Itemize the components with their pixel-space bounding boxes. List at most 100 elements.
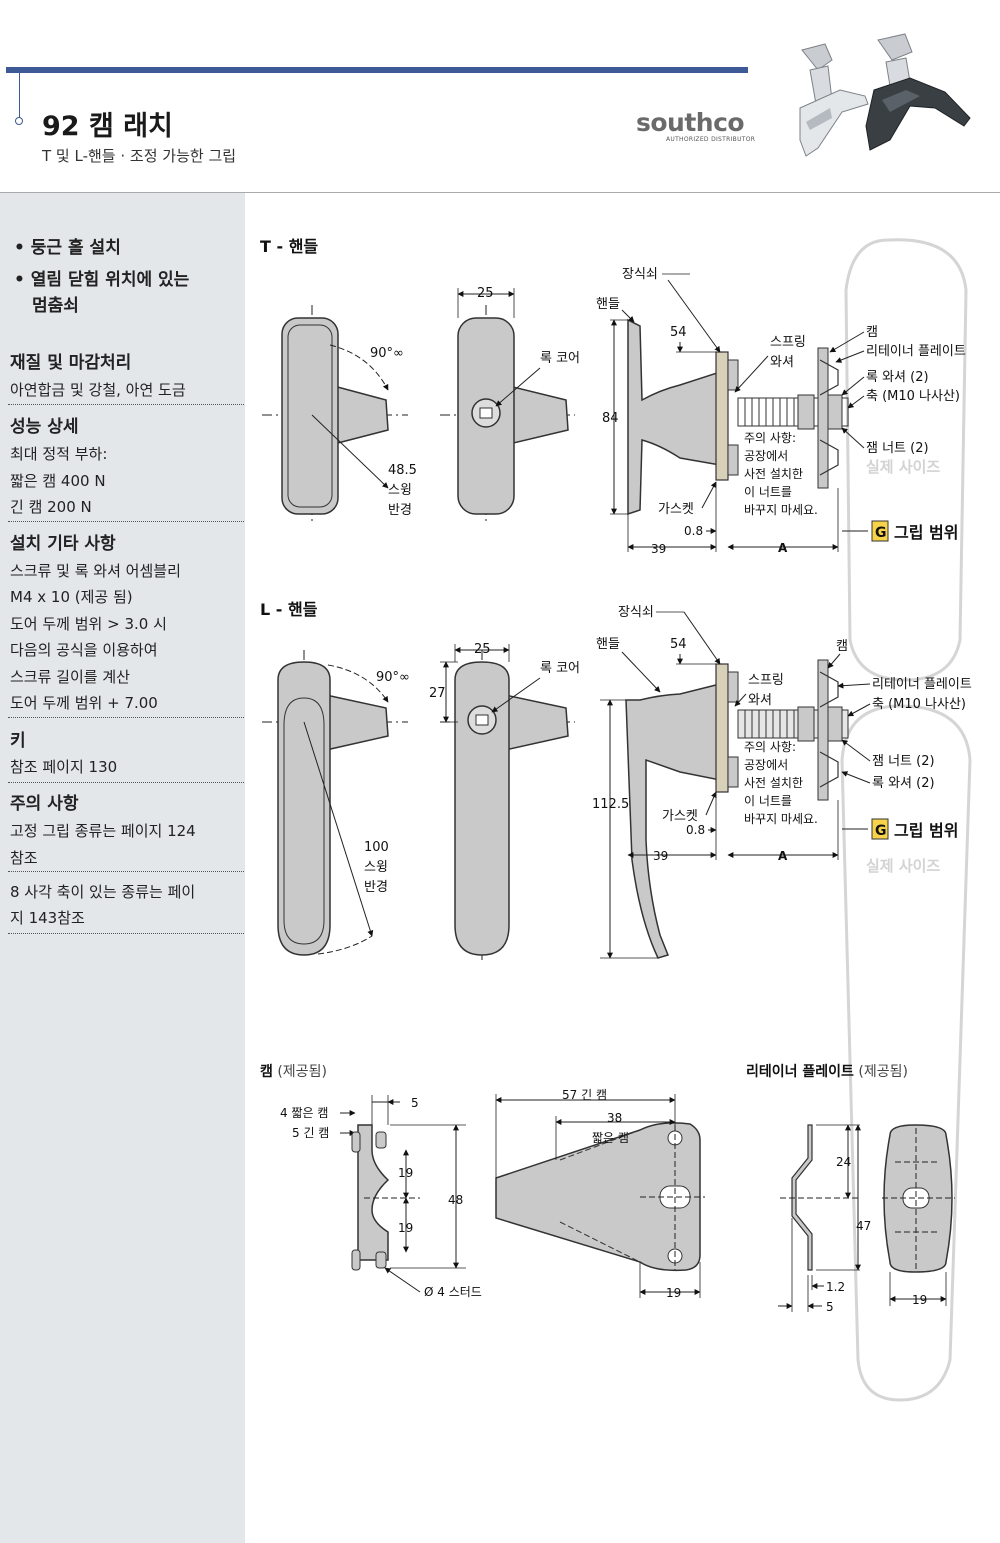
t-handle-title: T - 핸들: [260, 237, 318, 256]
l-handle-front: [277, 661, 331, 956]
header-accent-dot: [15, 117, 23, 125]
t-handle-label: 핸들: [596, 296, 620, 312]
t-handle-front: [281, 317, 339, 515]
t-lock-core-label: 록 코어: [540, 351, 580, 366]
l-lock-washer-label: 록 와셔 (2): [872, 776, 935, 791]
divider: [8, 404, 244, 405]
cam-19-width-label: 19: [666, 1286, 681, 1300]
l-washer-label: 와셔: [748, 693, 772, 708]
cam-19-bottom-label: 19: [398, 1221, 413, 1235]
key-text: 참조 페이지 130: [10, 758, 118, 776]
t-note-line-5: 바꾸지 마세요.: [744, 503, 818, 517]
divider: [8, 871, 244, 872]
t-swing-value: 48.5: [388, 463, 417, 478]
spec-sidebar: • 둥근 홀 설치 • 열림 닫힘 위치에 있는 멈춤쇠 재질 및 마감처리 아…: [0, 193, 245, 1543]
t-grip-range-label: 그립 범위: [894, 523, 958, 542]
cam-stud-label: Ø 4 스터드: [424, 1285, 482, 1299]
l-angle-label: 90°∞: [376, 670, 410, 685]
l-handle-label: 핸들: [596, 636, 620, 652]
extra-line-2: 지 143참조: [10, 909, 85, 927]
header-accent-bar: [6, 67, 748, 73]
actual-size-outline-l: [840, 704, 972, 1402]
retainer-19-label: 19: [912, 1293, 927, 1307]
install-line-1: 스크류 및 록 와셔 어셈블리: [10, 562, 181, 580]
t-jam-nut-label: 잼 너트 (2): [866, 441, 929, 456]
l-note-line-2: 공장에서: [744, 758, 788, 772]
t-handle-section: [627, 318, 721, 516]
t-washer-label: 와셔: [770, 355, 794, 370]
t-spring-label: 스프링: [770, 335, 806, 350]
l-54-label: 54: [670, 637, 687, 652]
l-shaft-label: 축 (M10 나사산): [872, 697, 966, 712]
feature-text-3: 멈춤쇠: [32, 296, 79, 316]
l-39-label: 39: [653, 849, 668, 863]
l-width-label: 25: [474, 642, 491, 657]
feature-text-1: 둥근 홀 설치: [30, 238, 121, 258]
t-swing-label: 스윙: [388, 482, 412, 498]
t-retainer-label: 리테이너 플레이트: [866, 344, 966, 359]
feature-bullet-2: • 열림 닫힘 위치에 있는: [14, 270, 190, 290]
install-line-5: 스크류 길이를 계산: [10, 668, 130, 686]
material-heading: 재질 및 마감처리: [10, 353, 132, 373]
page-title: 92 캠 래치: [42, 111, 173, 142]
t-actual-size-label: 실제 사이즈: [866, 458, 940, 476]
cam-side-view: [357, 1124, 390, 1261]
l-actual-size-label: 실제 사이즈: [866, 857, 940, 875]
t-note-line-3: 사전 설치한: [744, 467, 803, 481]
l-height-label: 112.5: [592, 797, 629, 812]
l-radius-label: 반경: [364, 880, 388, 895]
note-line-1: 고정 그립 종류는 페이지 124: [10, 822, 196, 840]
feature-bullet-1: • 둥근 홀 설치: [14, 238, 121, 258]
key-heading: 키: [10, 731, 26, 751]
note-heading: 주의 사항: [10, 794, 79, 814]
t-radius-label: 반경: [388, 503, 412, 518]
l-note-line-4: 이 너트를: [744, 794, 792, 808]
l-retainer-label: 리테이너 플레이트: [872, 677, 972, 692]
install-line-6: 도어 두께 범위 + 7.00: [10, 694, 158, 712]
install-line-3: 도어 두께 범위 > 3.0 시: [10, 615, 167, 633]
retainer-24-label: 24: [836, 1155, 851, 1169]
l-spring-label: 스프링: [748, 673, 784, 688]
divider: [8, 521, 244, 522]
header-accent-line: [19, 73, 20, 118]
t-note-line-1: 주의 사항:: [744, 431, 796, 445]
l-grip-range-label: 그립 범위: [894, 821, 958, 840]
t-height-label: 84: [602, 411, 619, 426]
performance-line-3: 긴 캠 200 N: [10, 498, 92, 516]
t-54-label: 54: [670, 325, 687, 340]
cam-19-top-label: 19: [398, 1166, 413, 1180]
retainer-12-label: 1.2: [826, 1280, 845, 1294]
l-lock-core-label: 록 코어: [540, 661, 580, 676]
material-text: 아연합금 및 강철, 아연 도금: [10, 381, 186, 399]
actual-size-outline-t: [844, 238, 968, 682]
divider: [8, 782, 244, 783]
t-angle-label: 90°∞: [370, 346, 404, 361]
cam-title: 캠 (제공됨): [260, 1063, 327, 1080]
t-08-label: 0.8: [684, 524, 703, 538]
header-divider: [0, 192, 1000, 193]
install-line-2: M4 x 10 (제공 됨): [10, 588, 133, 606]
install-heading: 설치 기타 사항: [10, 534, 116, 554]
brand-logo: southco: [636, 108, 745, 137]
cam-5-label: 5: [411, 1096, 419, 1110]
t-lock-washer-label: 록 와셔 (2): [866, 370, 929, 385]
cam-short-cam-label: 짧은 캠: [592, 1131, 629, 1145]
feature-text-2: 열림 닫힘 위치에 있는: [30, 270, 190, 290]
l-handle-title: L - 핸들: [260, 600, 318, 619]
t-grip-g-badge: G: [875, 525, 887, 541]
t-cam-label: 캠: [866, 325, 878, 340]
cam-48-label: 48: [448, 1193, 463, 1207]
t-39-label: 39: [651, 542, 666, 556]
t-shaft-label: 축 (M10 나사산): [866, 389, 960, 404]
l-handle-side: [454, 661, 510, 956]
t-width-label: 25: [477, 286, 494, 301]
t-a-label: A: [778, 541, 788, 555]
page-subtitle: T 및 L-핸들 · 조정 가능한 그립: [42, 147, 237, 165]
product-photo: [799, 33, 971, 157]
l-note-line-5: 바꾸지 마세요.: [744, 812, 818, 826]
cam-long-label: 5 긴 캠: [292, 1126, 329, 1140]
performance-heading: 성능 상세: [10, 417, 79, 437]
t-note-line-2: 공장에서: [744, 449, 788, 463]
l-swing-value: 100: [364, 840, 389, 855]
l-swing-label: 스윙: [364, 859, 388, 875]
